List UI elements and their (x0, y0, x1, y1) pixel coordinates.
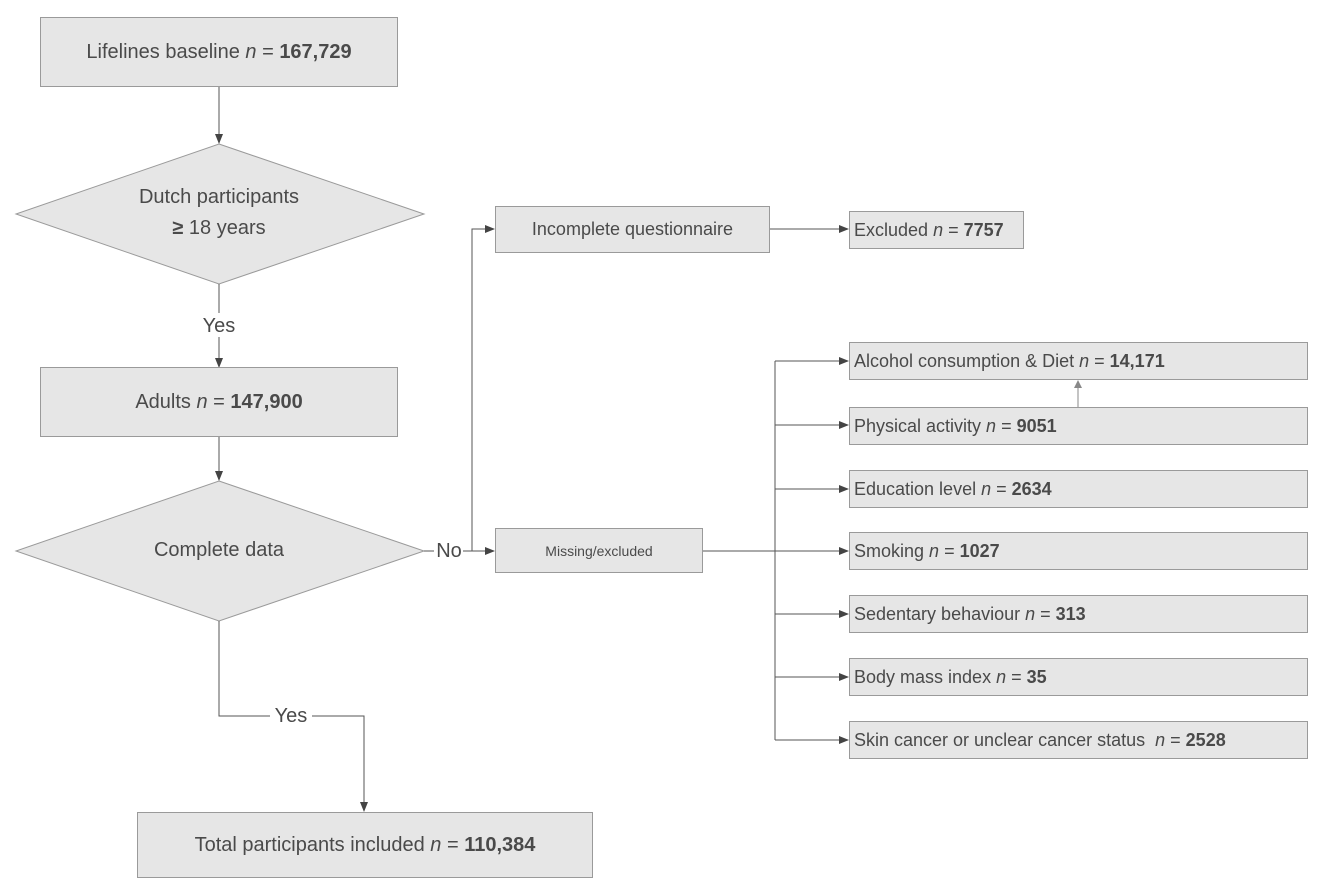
exclusion-label: Sedentary behaviour (854, 603, 1026, 624)
start-n-symbol: n (245, 40, 257, 63)
exclusion-eq: = (1006, 666, 1027, 687)
adults-n-symbol: n (196, 390, 208, 413)
exclusion-value: 35 (1026, 666, 1047, 687)
exclusion-value: 1027 (959, 540, 1000, 561)
exclusion-n-symbol: n (986, 415, 997, 436)
excluded-prefix: Excluded (854, 219, 934, 240)
exclusion-label: Alcohol consumption & Diet (854, 350, 1080, 371)
decision-age-line1: Dutch participants (138, 186, 300, 208)
adults-value: 147,900 (230, 390, 303, 413)
exclusion-eq: = (1089, 350, 1110, 371)
exclusion-eq: = (996, 415, 1017, 436)
start-box-lifelines-baseline: Lifelines baseline n = 167,729 (40, 17, 398, 87)
exclusion-n-symbol: n (1155, 729, 1166, 750)
exclusion-label: Skin cancer or unclear cancer status (854, 729, 1156, 750)
total-value: 110,384 (464, 833, 536, 856)
start-value: 167,729 (279, 40, 352, 63)
missing-excluded-box: Missing/excluded (495, 528, 703, 573)
excluded-box: Excluded n = 7757 (849, 211, 1024, 249)
decision-age-symbol: ≥ (172, 217, 184, 239)
exclusion-box-physical-activity: Physical activity n = 9051 (849, 407, 1308, 445)
edge-label-yes-age: Yes (202, 315, 236, 337)
exclusion-n-symbol: n (981, 478, 992, 499)
exclusion-eq: = (1165, 729, 1186, 750)
exclusion-n-symbol: n (1079, 350, 1090, 371)
edge-no-to-incomplete (471, 225, 495, 551)
adults-prefix: Adults (135, 390, 197, 413)
decision-diamond-age (14, 143, 426, 285)
start-prefix: Lifelines baseline (86, 40, 246, 63)
start-eq: = (256, 40, 280, 63)
exclusion-value: 2528 (1185, 729, 1226, 750)
exclusion-label: Smoking (854, 540, 930, 561)
excluded-eq: = (943, 219, 964, 240)
exclusion-value: 14,171 (1109, 350, 1165, 371)
exclusion-box-skin-cancer: Skin cancer or unclear cancer status n =… (849, 721, 1308, 759)
decision-complete-data-label: Complete data (153, 539, 285, 561)
edge-yes-to-total (312, 715, 368, 812)
excluded-value: 7757 (963, 219, 1004, 240)
exclusion-label: Education level (854, 478, 982, 499)
exclusion-n-symbol: n (996, 666, 1007, 687)
exclusion-label: Body mass index (854, 666, 997, 687)
total-n-symbol: n (430, 833, 442, 856)
total-included-box: Total participants included n = 110,384 (137, 812, 593, 878)
missing-excluded-label: Missing/excluded (545, 542, 653, 559)
edge-data-to-yes (218, 621, 270, 717)
adults-box: Adults n = 147,900 (40, 367, 398, 437)
adults-eq: = (207, 390, 231, 413)
decision-age-line2: ≥ 18 years (119, 218, 319, 238)
incomplete-questionnaire-box: Incomplete questionnaire (495, 206, 770, 253)
exclusion-eq: = (1035, 603, 1056, 624)
exclusion-box-smoking: Smoking n = 1027 (849, 532, 1308, 570)
exclusion-n-symbol: n (929, 540, 940, 561)
exclusion-eq: = (939, 540, 960, 561)
exclusion-eq: = (991, 478, 1012, 499)
exclusion-value: 313 (1055, 603, 1086, 624)
total-eq: = (441, 833, 465, 856)
exclusion-value: 2634 (1011, 478, 1052, 499)
exclusion-n-symbol: n (1025, 603, 1036, 624)
incomplete-questionnaire-label: Incomplete questionnaire (531, 219, 734, 239)
exclusion-box-education-level: Education level n = 2634 (849, 470, 1308, 508)
exclusion-value: 9051 (1016, 415, 1057, 436)
exclusion-label: Physical activity (854, 415, 987, 436)
total-prefix: Total participants included (194, 833, 431, 856)
exclusion-box-sedentary-behaviour: Sedentary behaviour n = 313 (849, 595, 1308, 633)
edge-label-yes-complete: Yes (274, 705, 308, 727)
exclusion-box-alcohol-diet: Alcohol consumption & Diet n = 14,171 (849, 342, 1308, 380)
decision-age-years: 18 years (183, 217, 266, 239)
excluded-n-symbol: n (933, 219, 944, 240)
exclusion-box-body-mass-index: Body mass index n = 35 (849, 658, 1308, 696)
edge-label-no: No (436, 540, 462, 562)
